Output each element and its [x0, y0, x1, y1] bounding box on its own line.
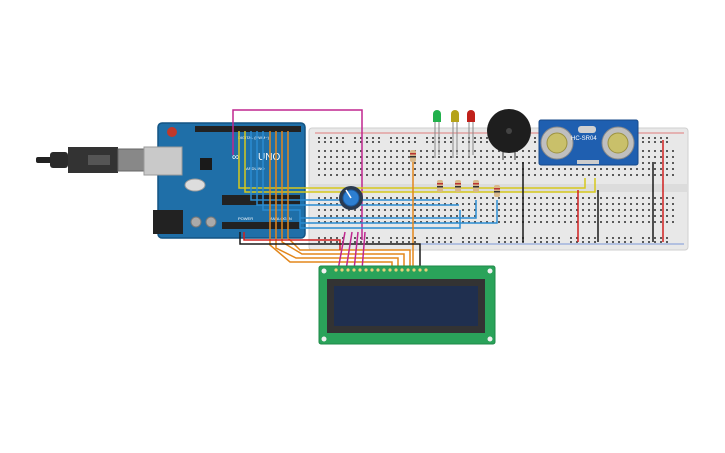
wire-magenta-loop [232, 109, 363, 240]
wire-blue-3 [262, 131, 461, 229]
wire-yellow-1 [238, 131, 586, 189]
lcd-screen [334, 286, 478, 326]
wire-blue-2 [256, 131, 459, 206]
led-red[interactable] [467, 110, 475, 158]
lcd-display[interactable] [318, 265, 496, 345]
wires [232, 109, 664, 271]
digital-header-label: DIGITAL (PWM~) [238, 135, 270, 140]
ultrasonic-sensor[interactable]: HC-SR04 [538, 119, 639, 166]
arduino-board[interactable]: ∞ UNO ARDUINO DIGITAL (PWM~) POWER ANALO… [143, 122, 306, 239]
resistors[interactable] [410, 150, 500, 197]
wire-orange-1 [269, 131, 393, 270]
wire-orange-2 [275, 131, 399, 270]
arduino-model-label: UNO [258, 152, 280, 163]
led-green[interactable] [433, 110, 441, 158]
wire-blue-1 [250, 131, 440, 201]
potentiometer[interactable] [339, 186, 363, 210]
power-header-label: POWER [238, 216, 253, 221]
wire-orange-3 [281, 131, 405, 270]
wire-yellow-2 [244, 131, 596, 193]
led-yellow[interactable] [451, 110, 459, 158]
wire-orange-4 [287, 131, 411, 270]
wire-black-ground [239, 232, 421, 270]
wire-blue-4 [300, 200, 477, 219]
wire-red-power [243, 232, 341, 250]
analog-header-label: ANALOG IN [270, 216, 292, 221]
piezo-buzzer[interactable] [487, 109, 531, 160]
arduino-maker-label: ARDUINO [246, 166, 264, 171]
sensor-model-label: HC-SR04 [571, 136, 597, 142]
reset-button[interactable] [167, 127, 177, 137]
leds[interactable] [433, 110, 475, 158]
wire-blue-5 [300, 200, 498, 224]
lcd-pin-header [334, 268, 428, 272]
arduino-logo: ∞ [232, 152, 239, 163]
usb-cable[interactable] [36, 147, 145, 173]
